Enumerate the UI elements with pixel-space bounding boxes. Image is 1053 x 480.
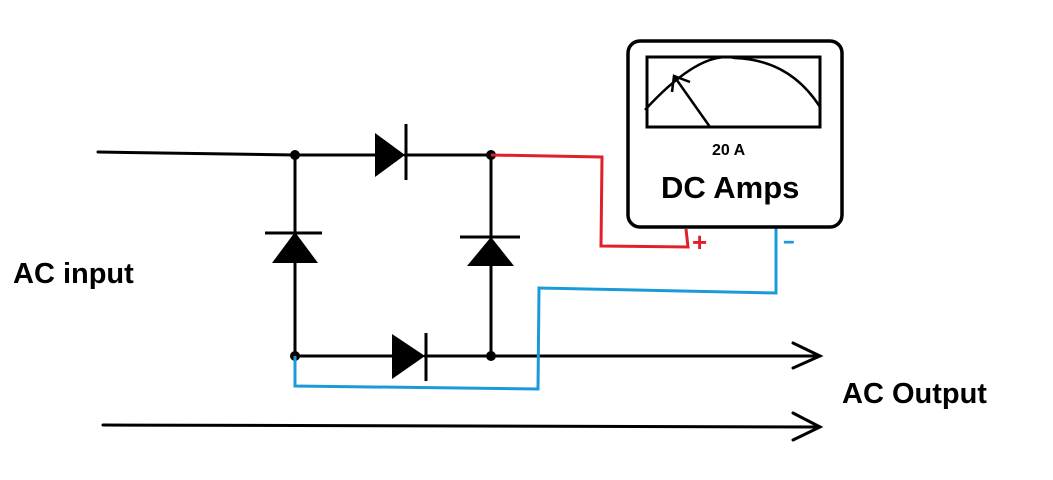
minus-terminal-label: -- xyxy=(783,228,794,253)
meter-needle xyxy=(672,75,712,128)
ac-output-label: AC Output xyxy=(842,378,987,410)
diode-bottom xyxy=(392,333,428,381)
meter-range-label: 20 A xyxy=(712,142,746,159)
plus-terminal-label: + xyxy=(692,227,707,257)
meter-needle-tip xyxy=(670,74,691,93)
junction-top-left xyxy=(290,150,300,160)
diode-right xyxy=(460,235,520,266)
junction-bottom-right xyxy=(486,351,496,361)
ac-output-top-arrow xyxy=(791,341,824,370)
ac-input-label: AC input xyxy=(13,258,134,290)
diode-left xyxy=(265,231,322,263)
ac-input-top-wire xyxy=(96,150,297,157)
meter-title-label: DC Amps xyxy=(661,170,799,205)
dc-ammeter: 20 A DC Amps xyxy=(626,39,844,229)
diode-top xyxy=(375,124,408,180)
positive-wire xyxy=(490,153,690,249)
ac-bottom-wire xyxy=(101,423,822,429)
ac-output-bottom-arrow xyxy=(791,411,824,442)
negative-wire xyxy=(293,227,778,391)
